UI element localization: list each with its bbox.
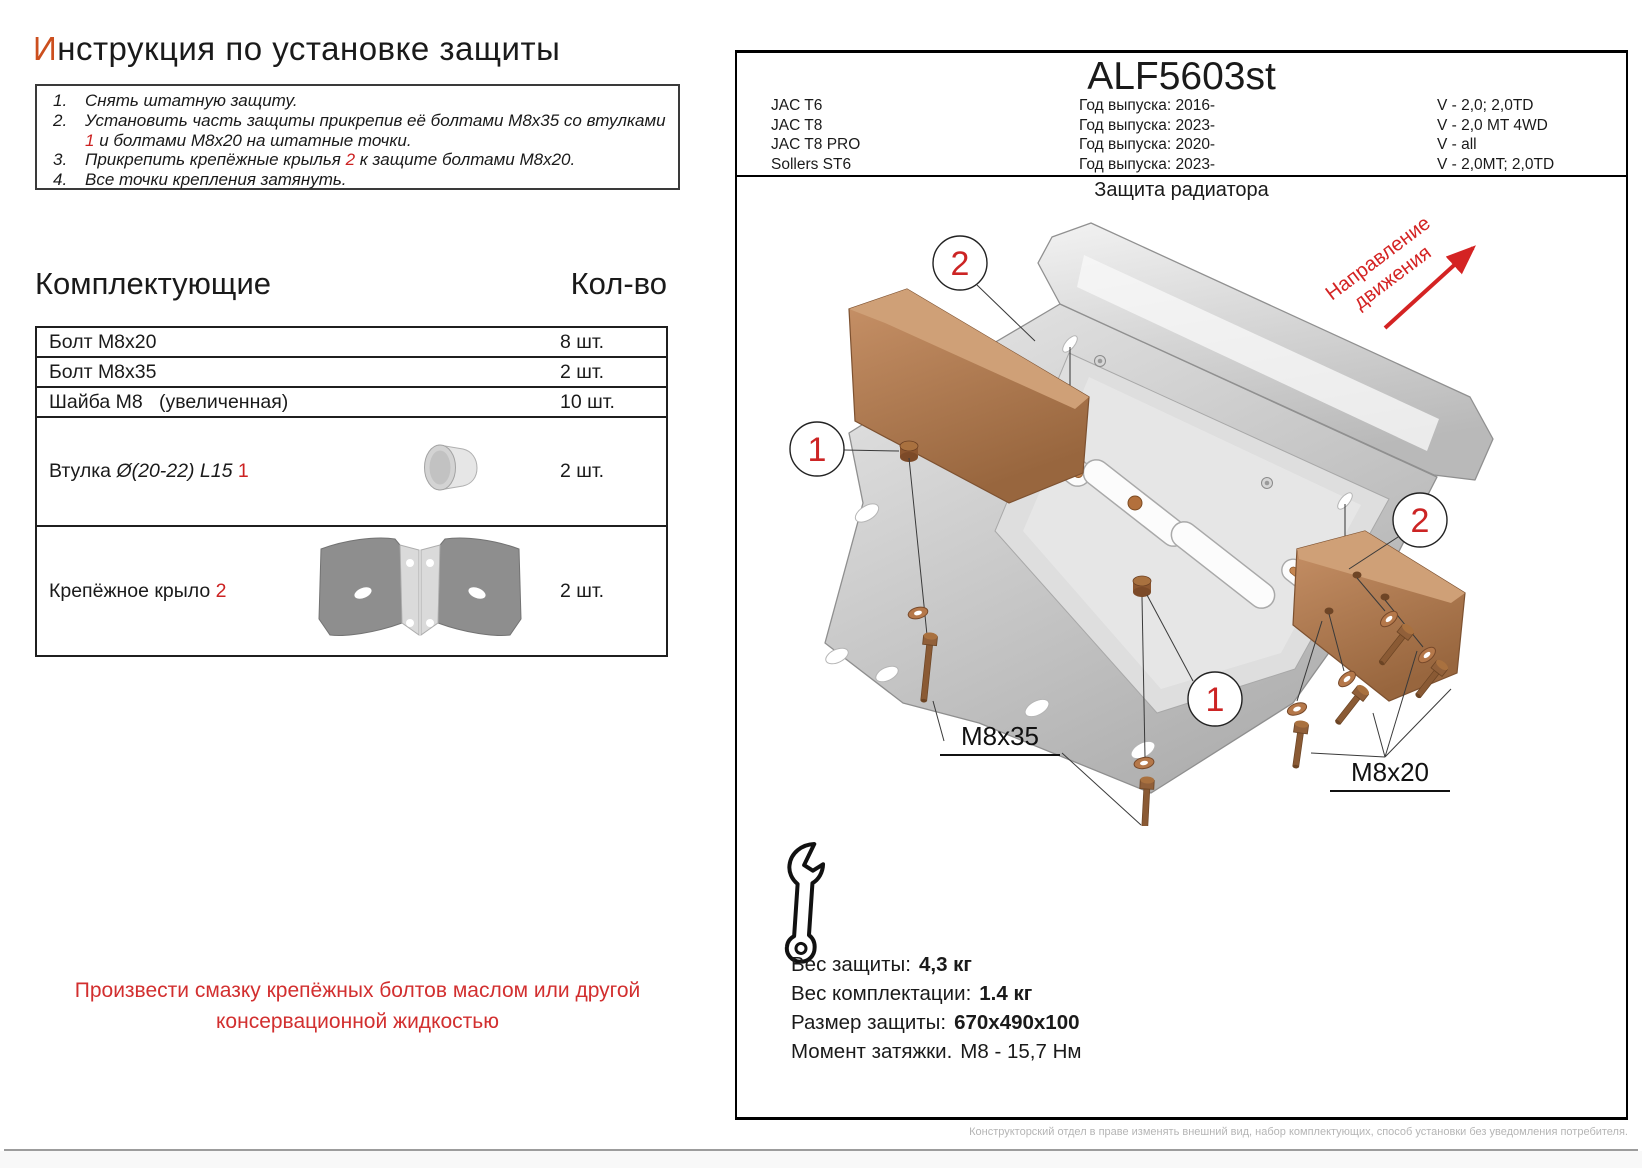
- component-qty: 8 шт.: [560, 330, 605, 353]
- vehicle-model: Sollers ST6: [771, 155, 852, 173]
- specifications: Вес защиты:4,3 кг Вес комплектации:1.4 к…: [791, 953, 1081, 1069]
- instruction-item: 1. Снять штатную защиту.: [37, 91, 678, 111]
- part-number: ALF5603st: [1087, 55, 1276, 98]
- table-row: Крепёжное крыло 2 2 шт.: [37, 527, 666, 655]
- vehicle-model: JAC T8 PRO: [771, 136, 861, 153]
- callout-1-bottom: 1: [1187, 671, 1243, 727]
- vehicle-model: JAC T8: [771, 116, 823, 134]
- vehicle-year: Год выпуска: 2016-: [1079, 97, 1216, 114]
- component-name: Втулка Ø(20-22) L15 1: [49, 460, 249, 482]
- component-name: Шайба М8 (увеличенная): [49, 390, 289, 413]
- instruction-number: 1.: [53, 91, 68, 110]
- spec-kit-weight: Вес комплектации:1.4 кг: [791, 982, 1033, 1005]
- vehicle-compatibility-list: JAC T6 Год выпуска: 2016- V - 2,0; 2,0TD…: [737, 97, 1626, 175]
- instruction-item: 4. Все точки крепления затянуть.: [37, 170, 678, 190]
- vehicle-row: JAC T8 PRO Год выпуска: 2020- V - all: [737, 136, 1626, 156]
- designer-disclaimer: Конструкторский отдел в праве изменять в…: [969, 1126, 1628, 1138]
- svg-text:1: 1: [808, 431, 827, 469]
- vehicle-variant: V - 2,0; 2,0TD: [1437, 97, 1534, 114]
- installation-instructions-box: 1. Снять штатную защиту. 2. Установить ч…: [35, 84, 680, 190]
- bolt-label-m8x20: M8x20: [1351, 757, 1429, 787]
- page-title: Инструкция по установке защиты: [33, 30, 560, 68]
- radiator-guard-technical-drawing: 2 1 2 1 M8x35 M8x20 Направление движения: [789, 212, 1494, 826]
- components-header: Комплектующие Кол-во: [35, 266, 667, 302]
- vehicle-row: JAC T6 Год выпуска: 2016- V - 2,0; 2,0TD: [737, 97, 1626, 117]
- page-bottom-strip: [0, 1151, 1642, 1168]
- bushing-cylinder-image: [419, 439, 485, 505]
- instruction-number: 4.: [53, 170, 68, 190]
- components-title: Комплектующие: [35, 266, 271, 301]
- component-name: Болт М8х20: [49, 330, 157, 353]
- wrench-icon: [784, 842, 826, 964]
- components-table: Болт М8х20 8 шт. Болт М8х35 2 шт. Шайба …: [35, 326, 668, 657]
- lubrication-warning: Произвести смазку крепёжных болтов масло…: [74, 979, 641, 1033]
- callout-2-top: 2: [932, 235, 988, 291]
- instruction-text: Все точки крепления затянуть.: [85, 170, 347, 190]
- part-ref-1: 1: [237, 460, 249, 482]
- vehicle-year: Год выпуска: 2023-: [1079, 116, 1216, 134]
- vehicle-variant: V - 2,0 MT 4WD: [1437, 116, 1548, 134]
- washers: [907, 606, 1436, 770]
- component-qty: 2 шт.: [560, 360, 605, 383]
- svg-text:2: 2: [1411, 502, 1430, 540]
- mounting-wing-right: [1292, 530, 1466, 702]
- table-row: Шайба М8 (увеличенная) 10 шт.: [37, 388, 666, 418]
- instruction-text: Прикрепить крепёжные крылья 2 к защите б…: [85, 150, 576, 170]
- instruction-number: 2.: [53, 110, 68, 130]
- instruction-item: 2. Установить часть защиты прикрепив её …: [37, 111, 678, 151]
- spec-weight: Вес защиты:4,3 кг: [791, 953, 972, 976]
- bolt-label-m8x35: M8x35: [961, 721, 1039, 751]
- instruction-text: Установить часть защиты прикрепив её бол…: [85, 110, 666, 150]
- component-name: Болт М8х35: [49, 360, 157, 383]
- instruction-item: 3. Прикрепить крепёжные крылья 2 к защит…: [37, 150, 678, 170]
- page-title-rest: нструкция по установке защиты: [57, 30, 561, 67]
- svg-text:1: 1: [1206, 681, 1225, 719]
- bushing-on-plate: [1132, 575, 1152, 597]
- vehicle-model: JAC T6: [771, 97, 823, 114]
- table-row: Болт М8х20 8 шт.: [37, 328, 666, 358]
- component-name: Крепёжное крыло 2: [49, 579, 227, 602]
- instruction-text: Снять штатную защиту.: [85, 91, 298, 110]
- callout-2-right: 2: [1392, 492, 1448, 548]
- vehicle-variant: V - 2,0MT; 2,0TD: [1437, 155, 1555, 173]
- component-qty: 2 шт.: [560, 579, 605, 602]
- table-row: Втулка Ø(20-22) L15 1 2 шт.: [37, 418, 666, 527]
- spec-size: Размер защиты:670х490х100: [791, 1011, 1080, 1034]
- direction-of-travel-arrow: Направление движения: [1322, 212, 1476, 330]
- vehicle-row: JAC T8 Год выпуска: 2023- V - 2,0 MT 4WD: [737, 117, 1626, 137]
- divider: [737, 175, 1626, 177]
- mounting-holes: [825, 335, 1353, 760]
- product-sheet-panel: ALF5603st JAC T6 Год выпуска: 2016- V - …: [735, 50, 1628, 1120]
- mounting-wings-image: [305, 531, 535, 651]
- vehicle-year: Год выпуска: 2023-: [1079, 155, 1216, 173]
- bushing-on-wing: [899, 440, 919, 462]
- component-qty: 2 шт.: [560, 460, 605, 482]
- part-ref-1: 1: [85, 130, 95, 150]
- drawing-title: Защита радиатора: [1094, 179, 1269, 201]
- vehicle-variant: V - all: [1437, 136, 1477, 153]
- table-row: Болт М8х35 2 шт.: [37, 358, 666, 388]
- quantity-column-header: Кол-во: [570, 266, 667, 301]
- vehicle-year: Год выпуска: 2020-: [1079, 136, 1216, 153]
- callout-1-left: 1: [789, 421, 845, 477]
- component-qty: 10 шт.: [560, 390, 615, 413]
- page-title-first-letter: И: [33, 30, 58, 67]
- instruction-number: 3.: [53, 150, 68, 170]
- leader-lines: [843, 284, 1452, 826]
- part-ref-2: 2: [345, 150, 356, 170]
- svg-text:2: 2: [951, 245, 970, 283]
- bolts: [920, 623, 1449, 826]
- vehicle-row: Sollers ST6 Год выпуска: 2023- V - 2,0MT…: [737, 156, 1626, 176]
- part-ref-2: 2: [215, 579, 227, 602]
- spec-torque: Момент затяжки.М8 - 15,7 Нм: [791, 1040, 1082, 1063]
- page-bottom-divider: [4, 1149, 1638, 1151]
